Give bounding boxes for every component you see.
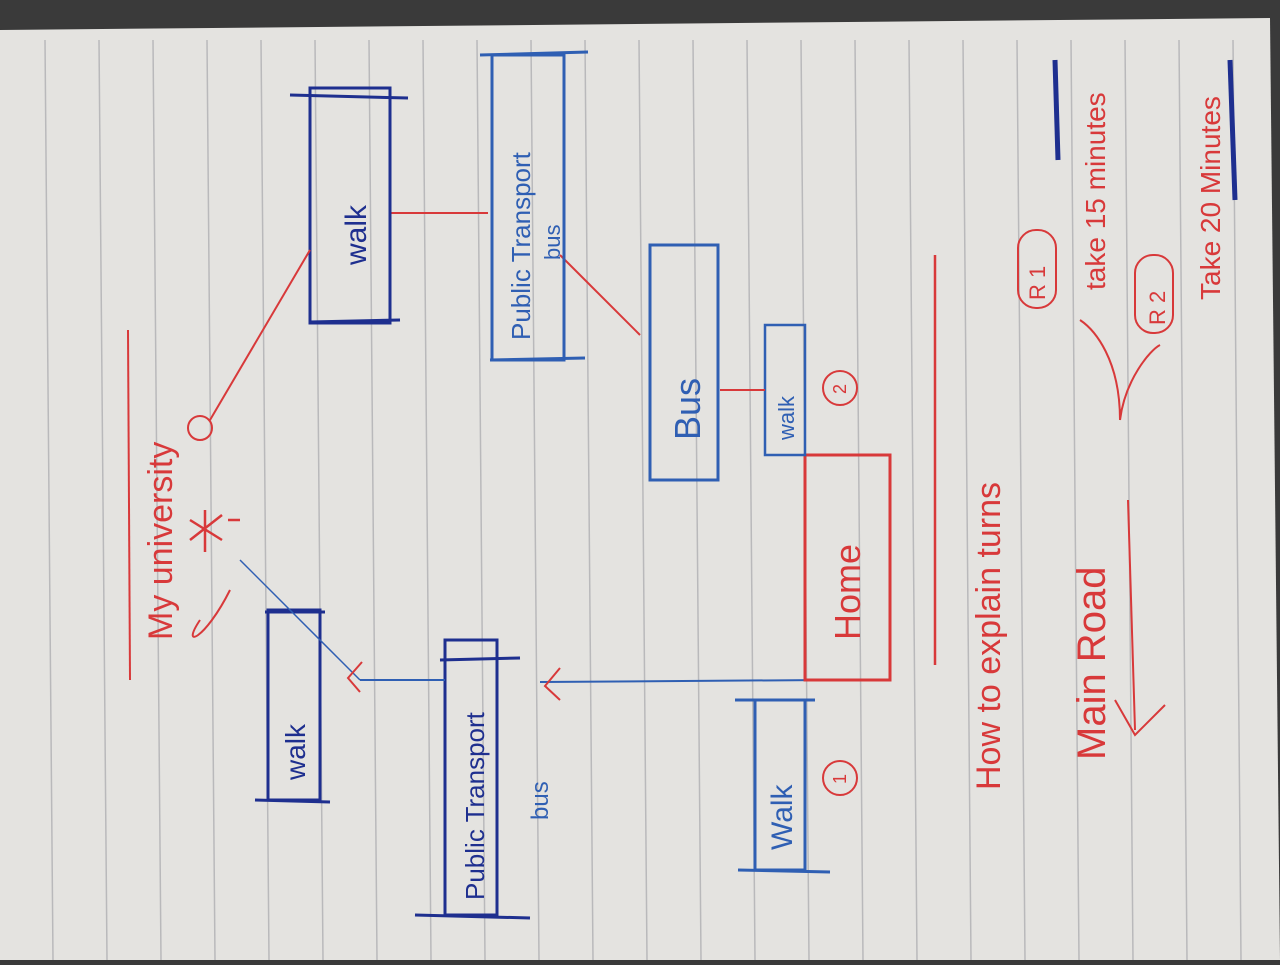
ruled-lines [44,39,1242,961]
main-road-arrow [1127,499,1136,731]
route-one-bus-label: bus [527,781,554,820]
route-two-walk-first-label: walk [774,395,799,441]
route-one-arrowhead-bus [543,667,561,701]
destination-group: My university [127,329,240,681]
title-underline [127,329,131,681]
university-marker [187,415,213,441]
ruled-line [530,39,540,961]
route-one-arrow-to-bus [539,679,826,683]
route-one-arrow-to-university [239,559,361,681]
home-label: Home [827,544,868,640]
r2-label: R 2 [1145,291,1170,325]
ruled-line [584,39,594,961]
route-two-number: 2 [830,384,850,394]
route-two-bus-box [648,243,720,482]
ruled-line [1178,39,1188,961]
ruled-line [152,39,162,961]
ruled-line [260,39,270,961]
explain-note: How to explain turns [970,482,1008,790]
route-one-walk-first-label: Walk [766,783,799,850]
title-flourish [191,589,231,638]
route-two-bus-label: Bus [667,378,708,440]
ruled-line [422,39,432,961]
route-two-number-circle [822,370,858,406]
ruled-line [314,39,324,961]
route-one-walk-first-bar [737,868,831,874]
route-split-brace [1079,319,1161,421]
title-my-university: My university [142,442,180,640]
ruled-line [1070,39,1080,961]
main-road-arrowhead [1114,699,1166,737]
route-two-link-bus-transport [559,254,641,336]
ruled-line [206,39,216,961]
r2-time: Take 20 Minutes [1195,96,1226,300]
r2-marker-bar [1227,59,1238,201]
route-one-walk-last-bar [254,798,331,804]
route-two-transport-bar-top [479,50,589,57]
route-one-arrowhead-walk [346,661,363,693]
home-group: Home [803,453,892,682]
ruled-line [98,39,108,961]
r1-time: take 15 minutes [1080,92,1111,290]
route-two-walk-last-bar-bottom [309,318,401,324]
route-two-walk-last-bar [289,93,409,100]
ruled-line [368,39,378,961]
route-one-transport-bar [414,913,531,920]
home-box [803,453,892,682]
ruled-line [962,39,972,961]
route-two: 2 walk Bus Public Transport bus walk [209,50,858,482]
r2-oval [1134,254,1174,334]
route-two-transport-label: Public Transport [506,151,536,340]
ruled-line [476,39,486,961]
route-two-transport-bar [489,356,586,362]
r1-label: R 1 [1025,266,1050,300]
ruled-line [638,39,648,961]
route-two-bus-note: bus [540,225,565,260]
route-two-walk-last-label: walk [340,204,373,266]
route-two-walk-last-box [308,86,392,325]
r1-marker-bar [1052,59,1061,161]
explain-notes: How to explain turns Main Road R 1 take … [933,59,1238,790]
ruled-line [692,39,702,961]
ruled-line [854,39,864,961]
ruled-line [908,39,918,961]
route-one-transport-label: Public Transport [460,711,490,900]
route-one-transport-bar-top [439,656,521,662]
route-one-number-circle [822,760,858,796]
route-one-walk-last-label: walk [280,723,311,781]
ruled-line [1016,39,1026,961]
route-one: 1 Walk Public Transport bus walk [239,559,858,920]
university-cross-mark [189,510,240,552]
ruled-line [44,39,54,961]
route-one-number: 1 [830,774,850,784]
main-road-label: Main Road [1070,567,1114,760]
route-two-link-to-university [209,249,311,421]
r1-oval [1017,229,1057,309]
